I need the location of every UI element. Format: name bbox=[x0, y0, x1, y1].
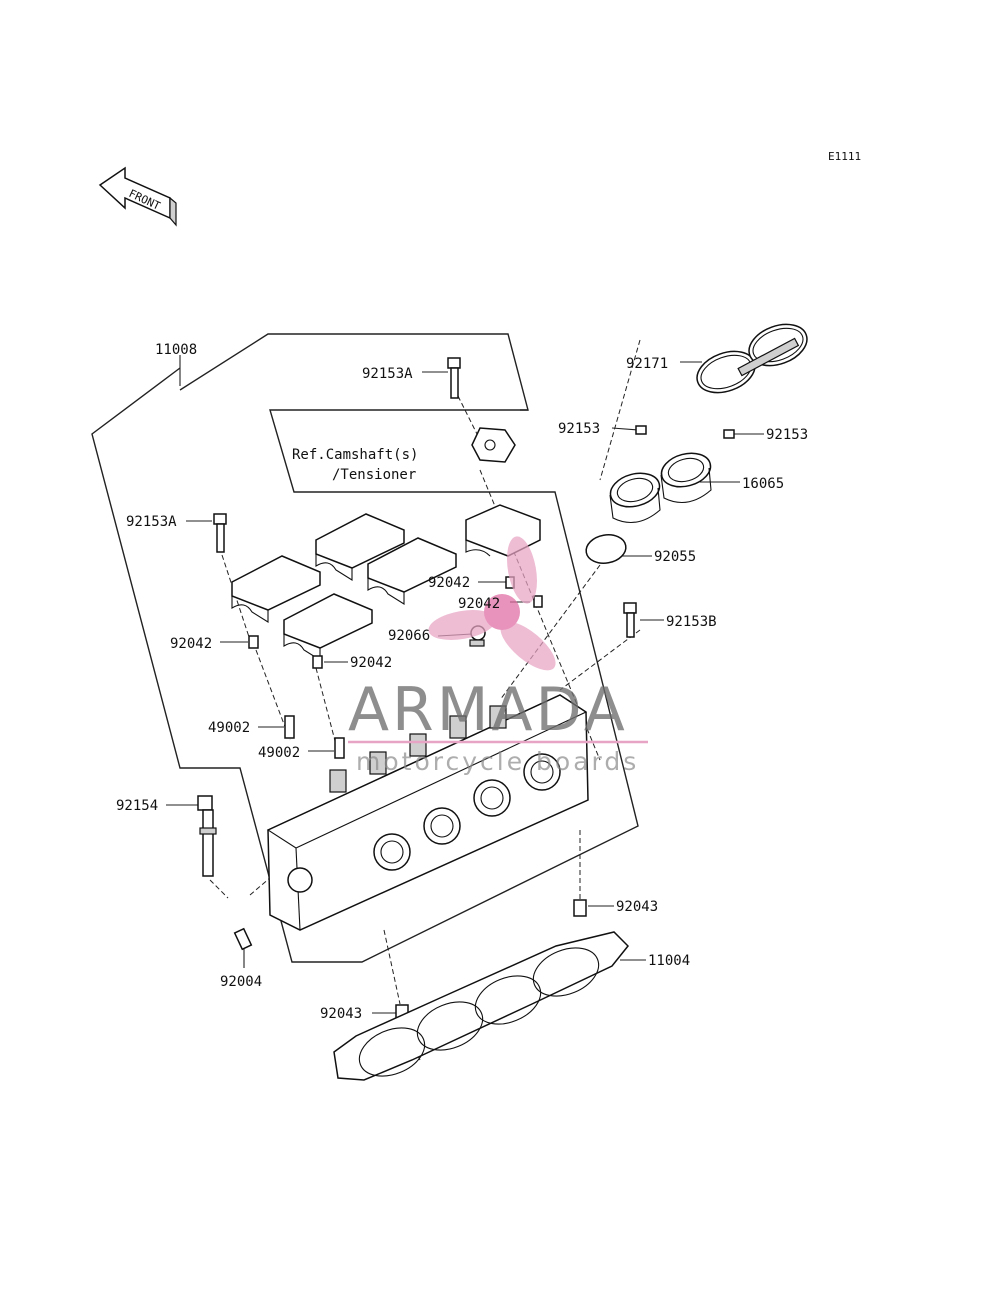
watermark-brand: ARMADA bbox=[348, 675, 628, 745]
front-arrow-icon: FRONT bbox=[98, 166, 177, 227]
ref-note-line2: /Tensioner bbox=[332, 467, 416, 483]
diagram-code: E1111 bbox=[828, 150, 861, 163]
cylinder-head bbox=[266, 694, 589, 931]
callout-49002-b: 49002 bbox=[258, 745, 300, 761]
ref-note-line1: Ref.Camshaft(s) bbox=[292, 447, 418, 463]
callout-92043-right: 92043 bbox=[616, 899, 658, 915]
callout-92066: 92066 bbox=[388, 628, 430, 644]
callout-92153a-top: 92153A bbox=[362, 366, 413, 382]
callout-92154: 92154 bbox=[116, 798, 158, 814]
callout-11008: 11008 bbox=[155, 342, 197, 358]
o-ring-92055 bbox=[585, 534, 627, 564]
callout-92043-left: 92043 bbox=[320, 1006, 362, 1022]
bolt-92154 bbox=[197, 795, 217, 877]
callout-labels: 11008 92153A 92171 92153 92153 16065 920… bbox=[116, 342, 808, 1022]
callout-92153-right: 92153 bbox=[766, 427, 808, 443]
callout-92171: 92171 bbox=[626, 356, 668, 372]
watermark: ARMADA motorcycle boards bbox=[348, 536, 648, 776]
callout-92055: 92055 bbox=[654, 549, 696, 565]
callout-92042-a: 92042 bbox=[428, 575, 470, 591]
callout-92042-d: 92042 bbox=[350, 655, 392, 671]
watermark-tagline: motorcycle boards bbox=[356, 747, 639, 776]
dowel-92043-right bbox=[573, 899, 587, 917]
plugs-49002 bbox=[284, 715, 345, 759]
callout-92042-b: 92042 bbox=[458, 596, 500, 612]
holders-16065 bbox=[609, 452, 712, 524]
propeller-logo-icon bbox=[428, 536, 556, 671]
callout-11004: 11004 bbox=[648, 953, 690, 969]
callout-92153a-left: 92153A bbox=[126, 514, 177, 530]
head-gasket-11004 bbox=[333, 931, 630, 1081]
hose-clamps-92171 bbox=[696, 323, 808, 394]
bolt-92153a-left bbox=[213, 513, 227, 553]
assembly-frame bbox=[91, 333, 639, 963]
callout-92153b: 92153B bbox=[666, 614, 717, 630]
bolt-92153a-top bbox=[447, 357, 461, 399]
callout-92042-c: 92042 bbox=[170, 636, 212, 652]
callout-16065: 16065 bbox=[742, 476, 784, 492]
tensioner-bracket bbox=[471, 427, 516, 463]
callout-92004: 92004 bbox=[220, 974, 262, 990]
bolt-92153b bbox=[623, 602, 637, 638]
screw-92153-left bbox=[635, 425, 647, 435]
stud-92004 bbox=[233, 927, 253, 951]
screw-92153-right bbox=[723, 429, 735, 439]
callout-92153-left: 92153 bbox=[558, 421, 600, 437]
callout-49002-a: 49002 bbox=[208, 720, 250, 736]
